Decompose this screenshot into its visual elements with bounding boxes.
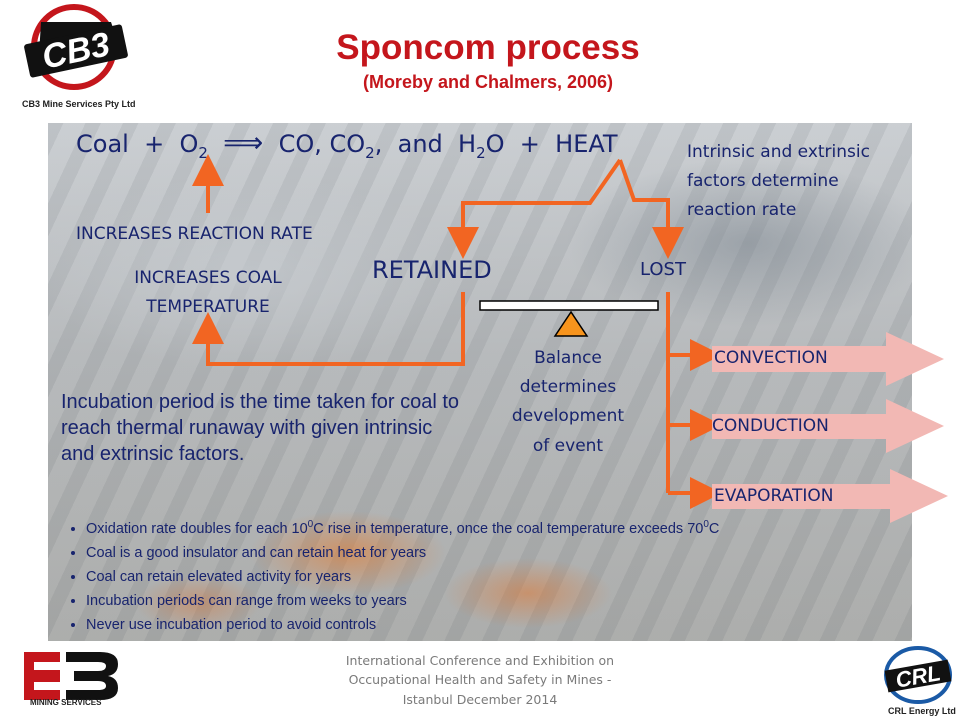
equation-hydrogen-subscript: 2 xyxy=(476,143,486,162)
increases-coal-temperature-line1: INCREASES COAL xyxy=(134,268,282,288)
convection-label: CONVECTION xyxy=(714,348,828,368)
increases-coal-temperature-label: INCREASES COAL TEMPERATURE xyxy=(108,264,308,322)
equation-arrow-icon: ⟹ xyxy=(223,126,264,159)
crl-logo-icon: CRL xyxy=(884,646,952,704)
balance-line3: development xyxy=(511,406,625,427)
balance-line1: Balance xyxy=(534,348,602,368)
evaporation-arrow-shape xyxy=(712,469,948,523)
arrow-heat-to-retained xyxy=(447,158,622,259)
cb3-logo: CB3 CB3 Mine Services Pty Ltd xyxy=(16,2,136,112)
footer-conference-text: International Conference and Exhibition … xyxy=(320,651,640,709)
e3-mining-services-logo: MINING SERVICES xyxy=(22,650,132,714)
equation-and: and xyxy=(397,130,443,158)
crl-logo-caption: CRL Energy Ltd xyxy=(888,706,956,716)
convection-arrow-shape xyxy=(712,332,944,386)
cb3-logo-icon: CB3 xyxy=(24,4,128,90)
arrow-retained-to-temperature xyxy=(192,292,465,366)
equation-plus: + xyxy=(144,130,165,158)
arrow-heat-to-lost xyxy=(618,159,684,259)
lost-label: LOST xyxy=(640,259,686,280)
factors-label: Intrinsic and extrinsic factors determin… xyxy=(687,138,870,226)
footer-line2: Occupational Health and Safety in Mines … xyxy=(348,672,612,688)
increases-reaction-rate-label: INCREASES REACTION RATE xyxy=(76,224,313,244)
equation-oxygen-subscript: 2 xyxy=(198,143,208,162)
evaporation-label: EVAPORATION xyxy=(714,486,834,506)
bullet-item: Never use incubation period to avoid con… xyxy=(86,616,896,634)
slide-subtitle: (Moreby and Chalmers, 2006) xyxy=(362,72,614,92)
balance-beam xyxy=(479,300,659,311)
slide-title: Sponcom process xyxy=(336,28,640,67)
reaction-equation: Coal + O2 ⟹ CO, CO2, and H2O + HEAT xyxy=(76,126,618,162)
balance-line4: of event xyxy=(532,435,604,456)
factors-line2: factors determine xyxy=(687,171,839,192)
footer-line3: Istanbul December 2014 xyxy=(402,691,558,707)
equation-oxygen: O xyxy=(179,130,199,158)
incubation-definition: Incubation period is the time taken for … xyxy=(61,391,460,465)
e3-mining-services-logo-icon xyxy=(24,652,118,700)
balance-line2: determines xyxy=(519,377,617,398)
equation-hydrogen: H xyxy=(458,130,477,158)
conduction-arrow-shape xyxy=(712,399,944,453)
crl-logo-text: CRL xyxy=(894,660,943,692)
conduction-label: CONDUCTION xyxy=(712,416,829,436)
equation-comma: , xyxy=(374,130,383,158)
bullet-list: Oxidation rate doubles for each 100C ris… xyxy=(60,519,896,640)
increases-coal-temperature-line2: TEMPERATURE xyxy=(146,296,270,317)
equation-heat: HEAT xyxy=(555,130,618,158)
equation-co2: CO xyxy=(329,130,366,158)
equation-coal: Coal xyxy=(76,130,129,158)
equation-water-oxygen: O xyxy=(485,130,505,158)
equation-co2-subscript: 2 xyxy=(365,143,375,162)
e3-logo-caption: MINING SERVICES xyxy=(30,698,102,707)
crl-logo: CRL CRL Energy Ltd xyxy=(880,643,960,720)
factors-line1: Intrinsic and extrinsic xyxy=(687,142,870,162)
bullet-item: Coal is a good insulator and can retain … xyxy=(86,544,896,562)
equation-co: CO, xyxy=(278,130,322,158)
footer-line1: International Conference and Exhibition … xyxy=(345,653,615,668)
factors-line3: reaction rate xyxy=(687,200,797,221)
retained-label: RETAINED xyxy=(372,256,492,284)
bullet-item: Coal can retain elevated activity for ye… xyxy=(86,568,896,586)
bullet-item: Incubation periods can range from weeks … xyxy=(86,592,896,610)
balance-fulcrum-icon xyxy=(553,310,589,337)
background-photo xyxy=(48,123,912,641)
equation-plus-heat: + xyxy=(519,130,540,158)
cb3-logo-caption: CB3 Mine Services Pty Ltd xyxy=(22,99,136,109)
bullet-item: Oxidation rate doubles for each 100C ris… xyxy=(86,519,896,538)
balance-label: Balance determines development of event xyxy=(488,344,648,461)
